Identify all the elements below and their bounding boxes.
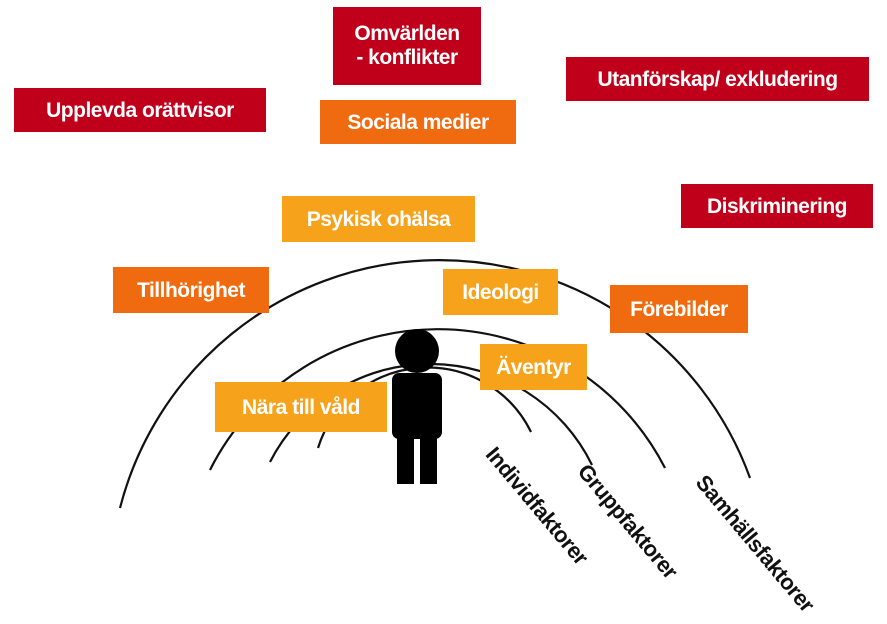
factor-aventyr: Äventyr bbox=[480, 344, 587, 390]
factor-nara-till-vald: Nära till våld bbox=[215, 382, 387, 432]
factor-forebilder: Förebilder bbox=[610, 285, 748, 333]
factor-omvarlden: Omvärlden - konflikter bbox=[333, 7, 481, 85]
factor-diskriminering: Diskriminering bbox=[681, 184, 873, 228]
factor-utanforskap: Utanförskap/ exkludering bbox=[566, 57, 869, 101]
factor-sociala-medier: Sociala medier bbox=[320, 100, 516, 144]
factor-ideologi: Ideologi bbox=[443, 269, 558, 315]
factor-upplevda-orattvisor: Upplevda orättvisor bbox=[14, 88, 266, 132]
factor-psykisk-ohalsa: Psykisk ohälsa bbox=[282, 196, 475, 242]
factor-tillhorighet: Tillhörighet bbox=[113, 267, 269, 313]
ring-outer-society bbox=[118, 259, 752, 509]
person-silhouette-icon bbox=[392, 329, 442, 484]
